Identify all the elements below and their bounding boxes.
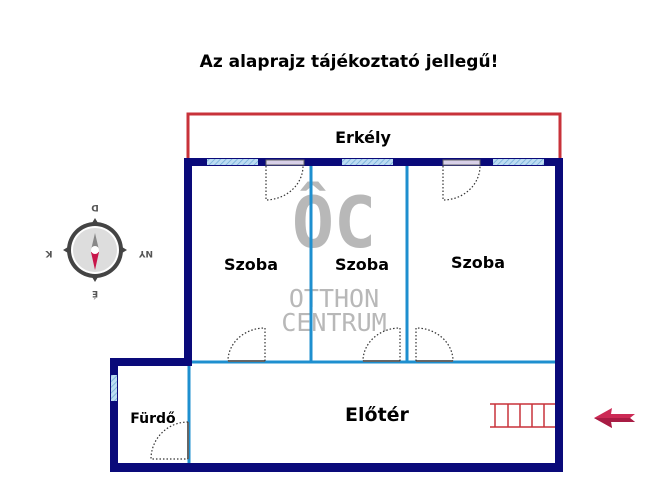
plan-disclaimer-title: Az alaprajz tájékoztató jellegű! [200, 52, 499, 72]
room-label-room3: Szoba [451, 253, 505, 272]
room2-door [362, 327, 401, 362]
room1-door [227, 327, 266, 362]
watermark-line1: OTTHON [289, 284, 379, 313]
otthon-centrum-watermark: ÔC OTTHON CENTRUM [281, 182, 386, 337]
room-label-bathroom: Fürdő [130, 411, 176, 427]
room3-door [415, 327, 454, 362]
balcony-door-1 [265, 159, 305, 201]
compass-label-west: K [44, 248, 52, 258]
compass-icon: D É NY K [44, 202, 153, 300]
windows [111, 159, 544, 401]
compass-label-north: D [91, 202, 98, 212]
watermark-mark: ÔC [292, 182, 376, 264]
compass-label-east: NY [138, 248, 153, 258]
balcony-outline [186, 112, 562, 160]
room-label-hall: Előtér [345, 404, 410, 426]
entrance-arrow-icon [594, 408, 635, 428]
stairs [490, 403, 555, 428]
room-label-balcony: Erkély [335, 128, 391, 147]
bathroom-door [150, 421, 189, 460]
compass-label-south: É [92, 288, 98, 300]
watermark-line2: CENTRUM [281, 308, 386, 337]
doors [150, 159, 481, 460]
balcony-door-2 [442, 159, 481, 201]
room-label-room1: Szoba [224, 255, 278, 274]
room-label-room2: Szoba [335, 255, 389, 274]
